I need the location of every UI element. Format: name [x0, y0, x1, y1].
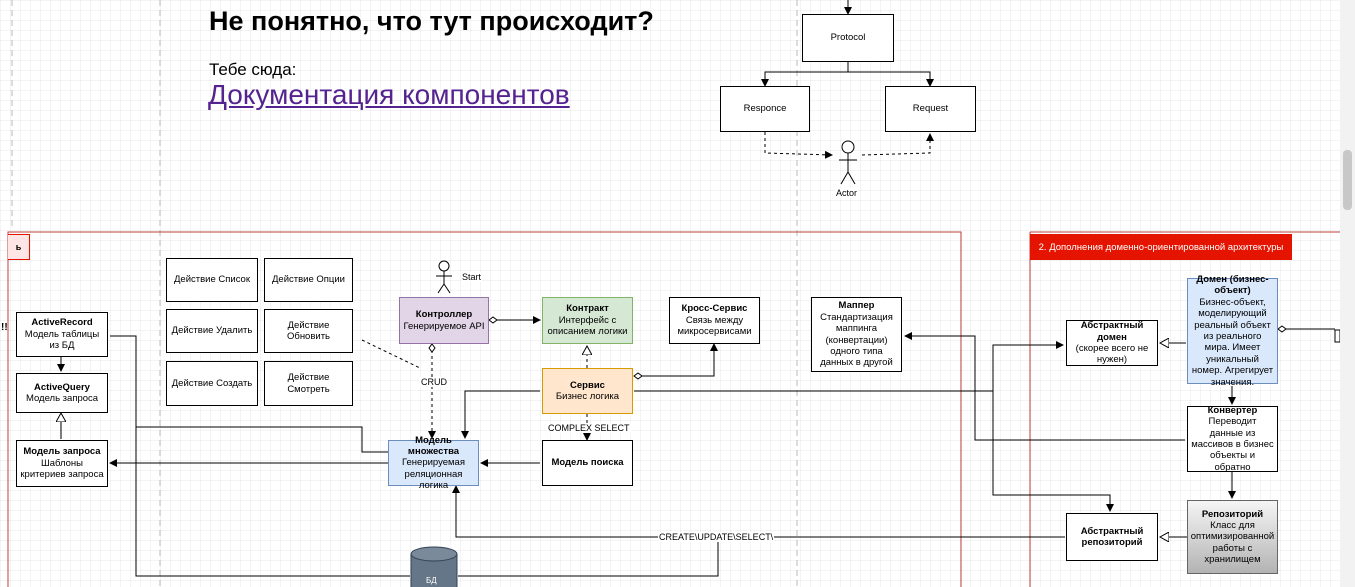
service-desc: Бизнес логика	[555, 391, 620, 402]
vertical-scrollbar[interactable]	[1340, 0, 1355, 587]
edge-label-crud: CRUD	[420, 377, 448, 387]
abstract-domain-node[interactable]: Абстрактный домен (скорее всего не нужен…	[1066, 320, 1158, 366]
query-model-node[interactable]: Модель запроса Шаблоны критериев запроса	[16, 440, 108, 487]
left-section-tab[interactable]: ь	[8, 234, 30, 260]
left-marks: !!	[1, 322, 8, 333]
action-delete-node[interactable]: Действие Удалить	[166, 309, 258, 353]
abstract-domain-title: Абстрактный домен	[1080, 320, 1144, 343]
request-label: Request	[912, 103, 949, 115]
page-subtitle: Тебе сюда:	[209, 60, 297, 79]
query-model-desc: Шаблоны критериев запроса	[20, 457, 104, 481]
mapper-node[interactable]: Маппер Стандартизация маппинга (конверта…	[811, 297, 902, 372]
service-title: Сервис	[570, 379, 605, 391]
abstract-repo-title: Абстрактный репозиторий	[1080, 525, 1144, 548]
action-view-label: Действие Смотреть	[287, 372, 330, 395]
action-options-node[interactable]: Действие Опции	[264, 258, 353, 302]
set-model-title: Модель множества	[407, 434, 460, 457]
set-model-desc: Генерируемая реляционная логика	[402, 457, 465, 492]
search-model-title: Модель поиска	[551, 457, 624, 469]
contract-node[interactable]: Контракт Интерфейс с описанием логики	[542, 297, 633, 344]
converter-desc: Переводит данные из массивов в бизнес об…	[1191, 416, 1274, 473]
action-update-node[interactable]: Действие Обновить	[264, 309, 353, 353]
action-create-label: Действие Создать	[171, 377, 253, 389]
action-view-node[interactable]: Действие Смотреть	[264, 361, 353, 406]
active-query-desc: Модель запроса	[25, 393, 99, 404]
domain-node[interactable]: Домен (бизнес-объект) Бизнес-объект, мод…	[1187, 274, 1278, 388]
mapper-title: Маппер	[838, 300, 875, 312]
action-list-node[interactable]: Действие Список	[166, 258, 258, 302]
action-list-label: Действие Список	[173, 274, 250, 286]
section-frame-1	[7, 231, 962, 587]
controller-desc: Генерируемое API	[403, 320, 485, 332]
domain-desc: Бизнес-объект, моделирующий реальный объ…	[1191, 296, 1274, 388]
action-options-label: Действие Опции	[272, 274, 345, 286]
ddd-section-title[interactable]: 2. Дополнения доменно-ориентированной ар…	[1030, 234, 1292, 260]
response-node[interactable]: Responce	[720, 86, 810, 132]
search-model-node[interactable]: Модель поиска	[542, 440, 633, 486]
repository-node[interactable]: Репозиторий Класс для оптимизированной р…	[1187, 500, 1278, 574]
edge-label-complex-select: COMPLEX SELECT	[547, 423, 631, 433]
cross-service-title: Кросс-Сервис	[681, 303, 748, 315]
scrollbar-thumb[interactable]	[1343, 150, 1352, 210]
docs-link[interactable]: Документация компонентов	[208, 79, 570, 110]
repository-desc: Класс для оптимизированной работы с хран…	[1190, 519, 1275, 566]
start-label: Start	[461, 272, 483, 282]
active-record-node[interactable]: ActiveRecord Модель таблицы из БД	[16, 312, 108, 357]
edge-label-cud: CREATE\UPDATE\SELECT\	[658, 532, 775, 542]
service-node[interactable]: Сервис Бизнес логика	[542, 368, 633, 414]
actor-figure	[839, 140, 857, 185]
db-cylinder[interactable]	[410, 546, 458, 587]
active-record-title: ActiveRecord	[31, 317, 93, 329]
domain-title: Домен (бизнес-объект)	[1196, 274, 1269, 297]
mapper-desc: Стандартизация маппинга (конвертации) од…	[820, 311, 893, 369]
protocol-node[interactable]: Protocol	[802, 14, 894, 62]
converter-node[interactable]: Конвертер Переводит данные из массивов в…	[1187, 404, 1278, 473]
page-title: Не понятно, что тут происходит?	[209, 6, 654, 36]
cross-service-node[interactable]: Кросс-Сервис Связь между микросервисами	[669, 297, 760, 344]
response-label: Responce	[743, 103, 787, 115]
contract-title: Контракт	[566, 303, 609, 315]
actor-label: Actor	[835, 188, 859, 198]
active-record-desc: Модель таблицы из БД	[24, 328, 100, 352]
abstract-repo-node[interactable]: Абстрактный репозиторий	[1066, 513, 1158, 561]
request-node[interactable]: Request	[885, 86, 976, 132]
query-model-title: Модель запроса	[23, 446, 101, 458]
active-query-node[interactable]: ActiveQuery Модель запроса	[16, 373, 108, 413]
action-create-node[interactable]: Действие Создать	[166, 361, 258, 406]
action-update-label: Действие Обновить	[286, 319, 330, 342]
converter-title: Конвертер	[1207, 404, 1258, 416]
controller-title: Контроллер	[415, 309, 473, 321]
action-delete-label: Действие Удалить	[171, 325, 253, 337]
db-label: БД	[426, 576, 437, 585]
controller-node[interactable]: Контроллер Генерируемое API	[399, 297, 489, 344]
repository-title: Репозиторий	[1201, 508, 1264, 520]
protocol-label: Protocol	[830, 32, 866, 44]
set-model-node[interactable]: Модель множества Генерируемая реляционна…	[388, 435, 479, 491]
start-actor-figure	[436, 260, 452, 294]
active-query-title: ActiveQuery	[34, 381, 90, 393]
contract-desc: Интерфейс с описанием логики	[547, 314, 628, 338]
abstract-domain-desc: (скорее всего не нужен)	[1075, 343, 1149, 366]
cross-service-desc: Связь между микросервисами	[677, 314, 752, 338]
